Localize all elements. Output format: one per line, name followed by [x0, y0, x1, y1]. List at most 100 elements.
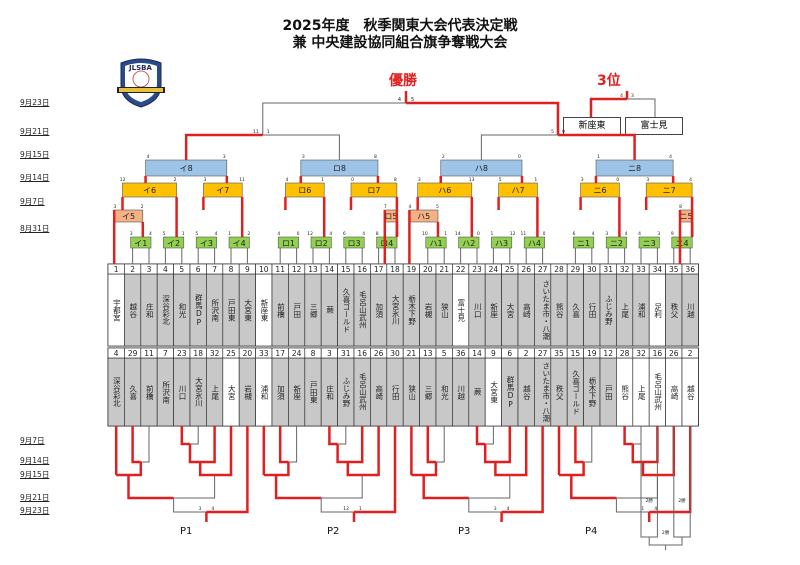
logo-text: JLSBA	[129, 64, 152, 72]
bottom-team-number: 8	[311, 349, 316, 358]
round5-label: イ5	[122, 212, 135, 221]
round67-score: 0	[351, 177, 354, 183]
bottom-team-name: 加須	[276, 384, 286, 400]
bottom-team-name: 上尾	[637, 384, 647, 400]
pool-final-score: 4	[654, 506, 657, 512]
bottom-team-name: 岩槻	[243, 384, 253, 400]
round67-box	[350, 182, 398, 198]
date-bottom-1: 9月14日	[20, 456, 50, 465]
pool-line	[346, 426, 380, 477]
pool-line	[190, 426, 199, 445]
bottom-team-number: 33	[259, 349, 269, 358]
round1-label: イ1	[134, 239, 147, 248]
pool-line	[494, 426, 528, 477]
top-team-number: 30	[587, 265, 597, 274]
top-team-name: さいたま市・八潮	[541, 280, 550, 340]
round1-score: 4	[592, 231, 595, 237]
bottom-team-name: 秩父	[555, 384, 565, 400]
semifinal-score: 9	[562, 129, 565, 135]
pool-line	[468, 498, 502, 513]
round5-label: ロ5	[384, 212, 397, 221]
round5-label: ニ5	[680, 212, 693, 221]
top-team-name: 所沢南	[210, 298, 220, 322]
round67-label: ニ7	[663, 186, 676, 195]
round1-score: 12	[510, 231, 516, 237]
top-team-name: 久喜	[571, 302, 581, 318]
round1-score: 4	[638, 231, 641, 237]
top-team-number: 27	[538, 265, 548, 274]
bottom-team-number: 2	[524, 349, 529, 358]
round67-box	[285, 182, 325, 198]
pool-label-p3: P3	[458, 526, 471, 537]
pool-line	[140, 426, 150, 463]
round5-score: 4	[409, 204, 412, 210]
top-team-number: 5	[179, 265, 184, 274]
bottom-team-number: 4	[114, 349, 119, 358]
round1-label: ニ1	[577, 239, 590, 248]
side-pool-label: 2勝	[662, 529, 670, 536]
third-place-score: 4	[620, 93, 623, 99]
round67-score: 4	[689, 177, 692, 183]
semifinal-line	[557, 133, 636, 160]
date-bottom-2: 9月15日	[20, 470, 50, 479]
pool-final-score: 4	[507, 506, 510, 512]
round67-box	[122, 182, 177, 198]
round5-score: 8	[679, 204, 682, 210]
top-team-number: 15	[341, 265, 351, 274]
pool-line	[278, 426, 289, 464]
pool-line	[320, 498, 354, 513]
round1-score: 0	[543, 231, 546, 237]
round67-box	[417, 182, 473, 198]
bottom-team-number: 18	[193, 349, 203, 358]
round1-box	[376, 236, 398, 249]
top-team-name: 前橋	[276, 302, 286, 318]
top-team-number: 34	[653, 265, 663, 274]
top-team-number: 14	[325, 265, 335, 274]
round1-box	[671, 236, 693, 249]
pool-line	[483, 426, 512, 464]
bottom-team-number: 9	[491, 349, 496, 358]
top-team-name: 秩父	[669, 302, 679, 318]
pool-line	[337, 426, 347, 445]
block8-score: 1	[597, 154, 600, 160]
bottom-team-number-cell	[681, 347, 699, 359]
round1-score: 10	[422, 231, 428, 237]
pool-line	[623, 426, 633, 446]
bottom-team-number: 31	[341, 349, 351, 358]
round67-score: 4	[286, 177, 289, 183]
date-top-2: 9月15日	[20, 150, 50, 159]
bottom-team-number: 16	[653, 349, 663, 358]
bottom-team-number: 7	[163, 349, 168, 358]
round67-label: イ6	[143, 186, 156, 195]
top-team-number: 19	[407, 265, 417, 274]
pool-line	[411, 462, 438, 477]
third-place-team-2: 富士見	[625, 117, 683, 135]
bottom-team-name: 熊谷	[620, 384, 630, 400]
round1-label: イ2	[167, 239, 180, 248]
top-team-name: 大宮東	[243, 298, 253, 322]
top-team-name: ふじみ野	[604, 295, 614, 325]
bottom-team-name: 深谷彩北	[112, 377, 122, 407]
top-team-number: 6	[196, 265, 201, 274]
top-team-name: 高崎	[522, 302, 532, 318]
bottom-team-name: 前橋	[145, 384, 155, 400]
pool-line	[328, 426, 338, 446]
round1-score: 12	[307, 231, 313, 237]
top-team-name: 浦和	[637, 302, 647, 318]
top-team-number: 3	[147, 265, 152, 274]
pool-line	[422, 475, 469, 500]
pool-line	[574, 426, 584, 464]
pool-line	[116, 462, 143, 477]
top-team-name: 足利	[653, 302, 663, 318]
round1-score: 3	[130, 231, 133, 237]
semifinal-score: 1	[267, 129, 270, 135]
title-line-2: 兼 中央建設協同組合旗争奪戦大会	[292, 35, 508, 51]
pool-line	[485, 426, 494, 445]
round67-label: ニ6	[593, 186, 606, 195]
round67-label: ロ7	[367, 186, 380, 195]
top-team-number: 33	[636, 265, 646, 274]
bottom-team-number: 3	[327, 349, 332, 358]
round1-label: イ4	[233, 239, 246, 248]
round1-score: 0	[477, 231, 480, 237]
pool-line	[173, 498, 207, 513]
